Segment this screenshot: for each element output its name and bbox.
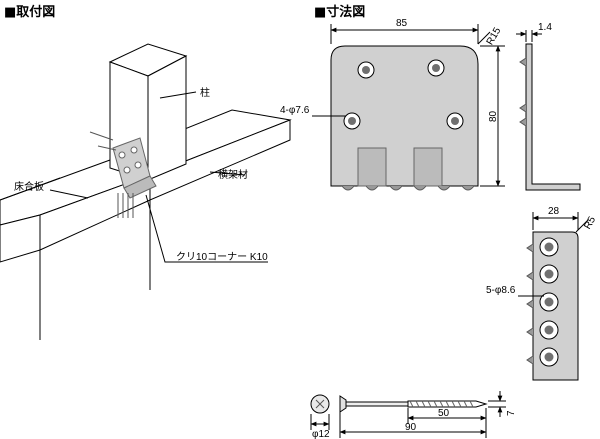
dim-r15-label: R15: [485, 25, 504, 47]
strip-plate-holes: [539, 237, 559, 367]
dim-28-label: 28: [548, 206, 560, 217]
dim-thickness-label: 1.4: [538, 22, 552, 33]
dim-screw-shaft-label: 7: [506, 410, 517, 416]
installed-bracket: [89, 131, 157, 218]
dim-screw-total-label: 90: [405, 422, 417, 433]
install-diagram-heading: ■取付図: [4, 5, 56, 20]
screw-drawing: [310, 394, 488, 414]
pillar-label: 柱: [200, 86, 210, 99]
dim-80-label: 80: [488, 110, 499, 122]
install-diagram: [0, 43, 292, 340]
dim-screw-thread-label: 50: [438, 408, 450, 419]
strip-plate-view: [526, 231, 579, 381]
dimension-width: [330, 24, 491, 45]
dimension-height: [480, 45, 505, 187]
floor-board-label: 床合板: [14, 180, 44, 193]
product-label: クリ10コーナー K10: [176, 251, 268, 263]
plate-side-view: [516, 30, 581, 191]
beam-label: 横架材: [218, 168, 248, 181]
plate-front-view: [330, 45, 479, 191]
dim-r5-label: R5: [582, 214, 598, 231]
dim-screw-head-label: φ12: [312, 429, 330, 439]
dim-holes4-label: 4-φ7.6: [280, 105, 310, 116]
dim-85-label: 85: [396, 18, 408, 29]
dimension-diagram-heading: ■寸法図: [314, 5, 366, 20]
plate-holes: [343, 59, 464, 130]
dim-holes5-label: 5-φ8.6: [486, 285, 516, 296]
